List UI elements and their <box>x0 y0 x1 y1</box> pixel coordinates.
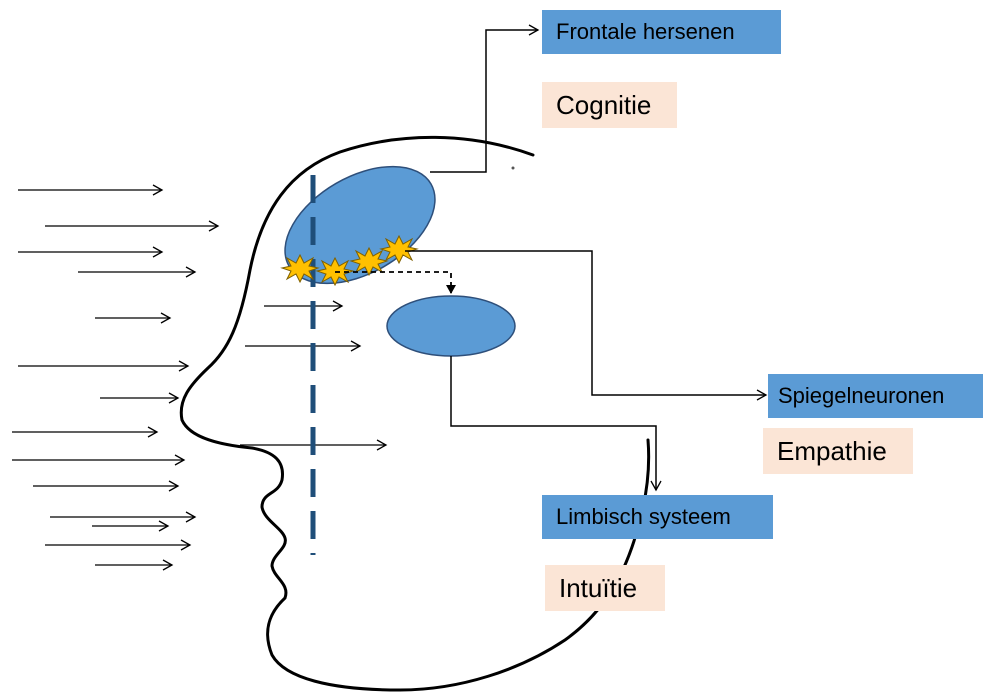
empathy-label-box: Empathie <box>763 428 913 474</box>
limbic-label-box: Limbisch systeem <box>542 495 773 539</box>
limbic-system-blob <box>386 295 516 357</box>
spark-icon <box>280 253 320 284</box>
mirror-label: Spiegelneuronen <box>778 383 945 408</box>
stray-dot <box>511 166 515 170</box>
intuition-label: Intuïtie <box>559 572 638 603</box>
empathy-label: Empathie <box>777 435 887 466</box>
incoming-arrows <box>12 184 388 571</box>
head-outline <box>179 135 651 692</box>
cognition-label-box: Cognitie <box>542 82 677 128</box>
mirror-label-box: Spiegelneuronen <box>768 374 983 418</box>
spark-icon <box>349 246 389 277</box>
cognition-label: Cognitie <box>556 89 652 120</box>
mirror-connector <box>405 250 768 401</box>
frontal-lobe-blob <box>284 165 436 285</box>
frontal-label: Frontale hersenen <box>556 19 735 44</box>
limbic-label: Limbisch systeem <box>556 504 731 529</box>
frontal-connector <box>430 24 540 173</box>
spark-icon <box>379 234 419 265</box>
limbic-connector <box>450 356 662 492</box>
intuition-label-box: Intuïtie <box>545 565 665 611</box>
dashed-connector-arrow <box>335 271 456 294</box>
frontal-label-box: Frontale hersenen <box>542 10 781 54</box>
